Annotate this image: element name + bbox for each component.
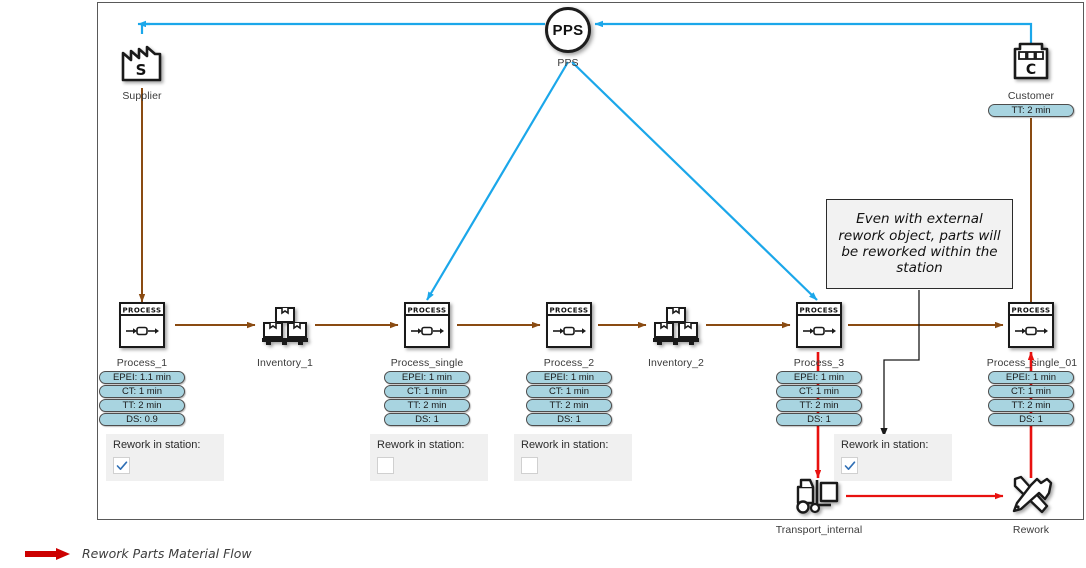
rework-panel-process-single: Rework in station: <box>370 434 488 481</box>
pps-label: PPS <box>552 21 584 39</box>
svg-text:S: S <box>136 61 147 79</box>
callout-annotation: Even with external rework object, parts … <box>826 199 1013 289</box>
rework-in-station-label: Rework in station: <box>377 439 465 451</box>
svg-text:PROCESS: PROCESS <box>1012 307 1051 315</box>
badge-ds: DS: 1 <box>776 413 862 426</box>
process-single-01-badge-stack: EPEI: 1 min CT: 1 min TT: 2 min DS: 1 <box>988 371 1074 426</box>
rework-in-station-label: Rework in station: <box>521 439 609 451</box>
badge-ct: CT: 1 min <box>99 385 185 398</box>
badge-epei: EPEI: 1 min <box>988 371 1074 384</box>
check-icon <box>844 460 855 470</box>
process-box-icon-process-single[interactable]: PROCESS <box>402 300 452 350</box>
badge-ds: DS: 1 <box>384 413 470 426</box>
process-box-icon-process-single-01[interactable]: PROCESS <box>1006 300 1056 350</box>
process-3-badge-stack: EPEI: 1 min CT: 1 min TT: 2 min DS: 1 <box>776 371 862 426</box>
badge-ct: CT: 1 min <box>988 385 1074 398</box>
badge-tt: TT: 2 min <box>988 399 1074 412</box>
badge-ds: DS: 0.9 <box>99 413 185 426</box>
customer-building-icon[interactable]: C <box>1006 36 1056 84</box>
rework-in-station-checkbox[interactable] <box>521 457 538 474</box>
rework-in-station-label: Rework in station: <box>841 439 929 451</box>
forklift-icon[interactable] <box>793 475 845 517</box>
badge-ct: CT: 1 min <box>526 385 612 398</box>
rework-panel-process-2: Rework in station: <box>514 434 632 481</box>
customer-badge-stack: TT: 2 min <box>988 104 1074 117</box>
rework-in-station-checkbox[interactable] <box>113 457 130 474</box>
rework-in-station-checkbox[interactable] <box>377 457 394 474</box>
process-single-01-label: Process_single_01 <box>986 357 1078 369</box>
svg-text:PROCESS: PROCESS <box>123 307 162 315</box>
pps-caption: PPS <box>557 57 579 69</box>
process-2-label: Process_2 <box>543 357 595 369</box>
inventory-1-label: Inventory_1 <box>257 357 313 369</box>
process-single-label: Process_single <box>390 357 464 369</box>
rework-label: Rework <box>1012 524 1050 536</box>
legend: Rework Parts Material Flow <box>24 546 252 561</box>
badge-ds: DS: 1 <box>988 413 1074 426</box>
red-arrow-icon <box>25 547 70 560</box>
inventory-2-label: Inventory_2 <box>648 357 704 369</box>
process-box-icon-process-2[interactable]: PROCESS <box>544 300 594 350</box>
inventory-boxes-icon-1[interactable] <box>259 305 311 347</box>
svg-text:PROCESS: PROCESS <box>408 307 447 315</box>
supplier-label: Supplier <box>122 90 162 102</box>
check-icon <box>116 460 127 470</box>
badge-tt: TT: 2 min <box>526 399 612 412</box>
process-1-label: Process_1 <box>116 357 168 369</box>
badge-tt: TT: 2 min <box>988 104 1074 117</box>
rework-panel-process-1: Rework in station: <box>106 434 224 481</box>
process-single-badge-stack: EPEI: 1 min CT: 1 min TT: 2 min DS: 1 <box>384 371 470 426</box>
svg-text:C: C <box>1026 62 1036 78</box>
badge-tt: TT: 2 min <box>776 399 862 412</box>
badge-epei: EPEI: 1 min <box>776 371 862 384</box>
factory-supplier-icon[interactable]: S <box>117 36 167 84</box>
badge-epei: EPEI: 1 min <box>526 371 612 384</box>
legend-label: Rework Parts Material Flow <box>82 546 252 561</box>
badge-epei: EPEI: 1.1 min <box>99 371 185 384</box>
transport-internal-label: Transport_internal <box>775 524 863 536</box>
badge-tt: TT: 2 min <box>384 399 470 412</box>
process-2-badge-stack: EPEI: 1 min CT: 1 min TT: 2 min DS: 1 <box>526 371 612 426</box>
process-1-badge-stack: EPEI: 1.1 min CT: 1 min TT: 2 min DS: 0.… <box>99 371 185 426</box>
badge-tt: TT: 2 min <box>99 399 185 412</box>
svg-text:PROCESS: PROCESS <box>550 307 589 315</box>
rework-in-station-label: Rework in station: <box>113 439 201 451</box>
hammer-wrench-icon[interactable] <box>1007 473 1055 519</box>
process-box-icon-process-1[interactable]: PROCESS <box>117 300 167 350</box>
badge-ct: CT: 1 min <box>384 385 470 398</box>
pps-circle-icon[interactable]: PPS <box>545 7 591 53</box>
inventory-boxes-icon-2[interactable] <box>650 305 702 347</box>
callout-text: Even with external rework object, parts … <box>838 211 1001 277</box>
rework-panel-process-3: Rework in station: <box>834 434 952 481</box>
badge-ds: DS: 1 <box>526 413 612 426</box>
process-box-icon-process-3[interactable]: PROCESS <box>794 300 844 350</box>
process-3-label: Process_3 <box>793 357 845 369</box>
rework-in-station-checkbox[interactable] <box>841 457 858 474</box>
badge-epei: EPEI: 1 min <box>384 371 470 384</box>
customer-label: Customer <box>1007 90 1055 102</box>
svg-text:PROCESS: PROCESS <box>800 307 839 315</box>
badge-ct: CT: 1 min <box>776 385 862 398</box>
